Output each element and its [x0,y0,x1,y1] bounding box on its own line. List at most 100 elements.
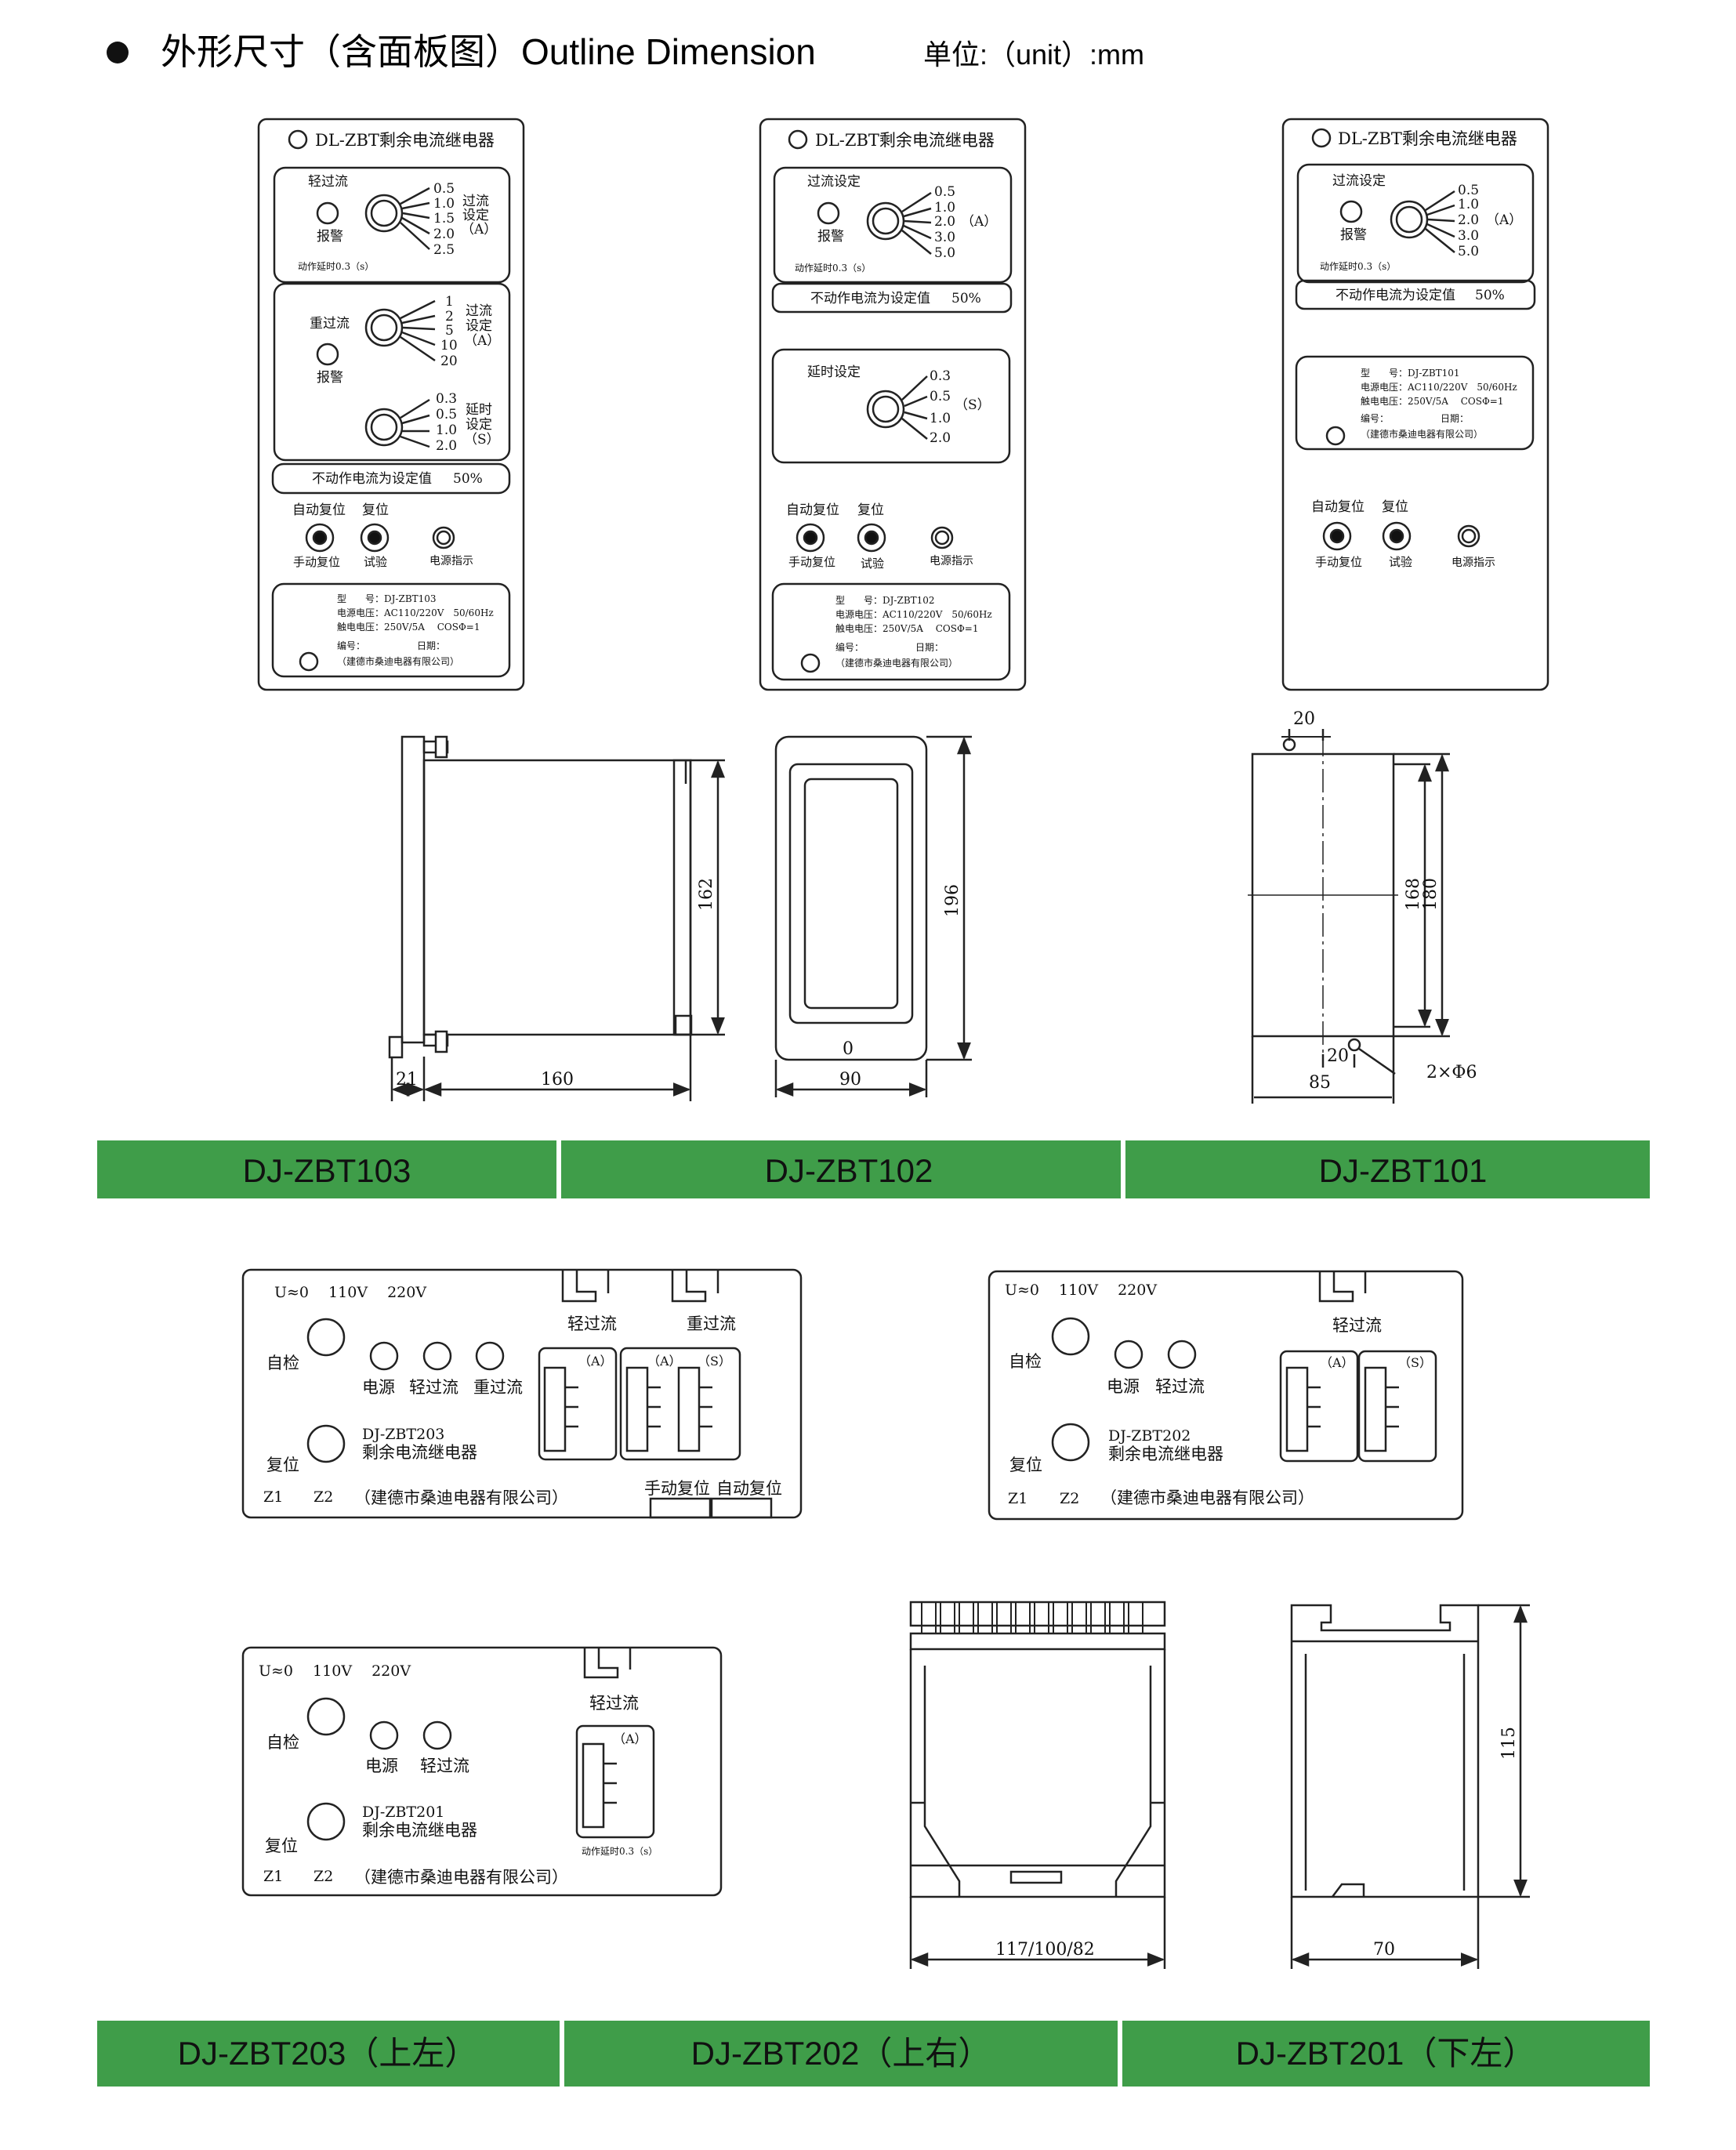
test-button[interactable] [1382,521,1412,551]
indicator-hole-icon [288,129,308,150]
delay-dial-icon[interactable] [364,408,404,447]
nonop-pct: 50% [453,471,483,487]
panel-zbt201: U≈0 110V 220V 自检 电源 轻过流 DJ-ZBT201 剩余电流继电… [241,1646,723,1897]
power-led-icon [930,526,954,549]
led-label: 重过流 [473,1378,523,1397]
voltage-label: U≈0 110V 220V [259,1662,411,1680]
alarm-led-icon [1339,200,1363,223]
set-label: 延时 [466,402,492,418]
reset-button[interactable] [1051,1423,1090,1462]
power-led-icon [369,1720,399,1750]
band-label: DJ-ZBT103 [243,1152,411,1189]
light-over-led-icon [1167,1340,1197,1369]
tick: 2.0 [930,430,951,446]
current-dial-icon[interactable] [866,201,905,241]
selector-box[interactable] [538,1347,618,1461]
mount-view-zbt101: 20 168 180 2×Φ6 20 85 [1248,709,1477,1104]
band-label: DJ-ZBT101 [1319,1152,1488,1189]
tick: 2.0 [436,438,457,454]
sel-unit: （A） [647,1354,682,1369]
company-line: （建德市桑迪电器有限公司） [337,655,459,667]
self-check-button[interactable] [1051,1317,1090,1356]
manual-reset-button[interactable] [305,523,335,553]
manual-reset-button[interactable] [649,1497,712,1519]
heavy-over-led-icon [475,1341,505,1371]
alarm-led-icon [316,343,339,366]
panel-title: DL-ZBT剩余电流继电器 [315,131,495,150]
selector-box[interactable] [1279,1350,1359,1463]
panel-zbt102: DL-ZBT剩余电流继电器 过流设定 报警 0.5 1.0 2.0 3.0 5.… [759,118,1027,691]
set-label: 设定 [466,417,492,433]
screw-hole-icon [1325,426,1346,446]
dim-117-100-82: 117/100/82 [995,1940,1095,1960]
manual-reset-label: 手动复位 [788,555,835,569]
tick: 0.5 [433,181,455,197]
tick: 5.0 [934,245,955,261]
unit-label: （A） [961,214,997,230]
company-line: （建德市桑迪电器有限公司） [1361,428,1483,440]
tick: 5.0 [1458,244,1479,259]
power-led-icon [1114,1340,1143,1369]
nonop-label: 不动作电流为设定值 [810,291,930,306]
contact-line: 触电电压：250V/5A COSΦ=1 [1361,396,1504,407]
manual-reset-button[interactable] [1322,521,1352,551]
test-label: 试验 [364,555,387,569]
manual-reset-button[interactable] [796,523,825,553]
model-label: DJ-ZBT202 [1108,1427,1191,1445]
voltage-line: 电源电压：AC110/220V 50/60Hz [835,609,992,620]
self-check-button[interactable] [306,1318,346,1357]
set-label: （A） [461,222,497,237]
tick: 0.5 [436,407,457,422]
current-dial-icon[interactable] [1390,200,1429,239]
alarm-led-icon [316,201,339,225]
tick: 10 [440,338,458,353]
page-title: 外形尺寸（含面板图）Outline Dimension [161,31,816,72]
voltage-label: U≈0 110V 220V [1005,1282,1157,1299]
reset-button[interactable] [306,1424,346,1463]
current-dial-icon[interactable] [364,308,404,347]
screw-hole-icon [299,651,319,672]
company-label: （建德市桑迪电器有限公司） [354,1868,568,1887]
dim-21: 21 [396,1070,418,1090]
side-view-zbt103: 21 160 162 [388,735,725,1101]
section1-label: 过流设定 [807,174,861,190]
power-led-label: 电源指示 [429,555,473,567]
section1-label: 轻过流 [308,174,348,190]
front-view-zbt102: 0 196 90 [774,735,972,1097]
power-led-icon [1457,524,1480,548]
reset-label: 复位 [857,502,884,518]
tick: 1.0 [930,411,951,426]
sel-unit: （A） [613,1731,647,1746]
reset-button[interactable] [306,1802,346,1841]
model-label: DJ-ZBT201 [362,1804,444,1821]
panel-zbt101: DL-ZBT剩余电流继电器 过流设定 报警 0.5 1.0 2.0 3.0 5.… [1281,118,1549,691]
company-line: （建德市桑迪电器有限公司） [835,657,958,669]
current-dial-icon[interactable] [364,194,404,233]
alarm-label: 报警 [317,229,343,245]
reset-label: 复位 [266,1456,299,1474]
delay-note: 动作延时0.3（s） [298,261,374,272]
reset-label: 复位 [1382,499,1408,515]
tick: 3.0 [934,230,955,245]
bullet-icon [107,42,129,63]
test-label: 试验 [1389,555,1412,569]
test-button[interactable] [360,523,390,553]
power-led-icon [432,526,455,549]
hole-spec: 2×Φ6 [1426,1063,1477,1082]
auto-reset-button[interactable] [710,1497,773,1519]
power-led-label: 电源指示 [930,555,973,567]
auto-reset-label: 自动复位 [292,502,346,518]
tick: 1 [445,294,454,310]
selector-box[interactable] [1357,1350,1437,1463]
selector-box[interactable] [619,1347,741,1461]
delay-dial-icon[interactable] [866,390,905,429]
dim-90: 90 [839,1070,861,1090]
set-label: 设定 [466,318,492,334]
selector-box[interactable] [575,1724,655,1839]
tick: 2.0 [433,227,455,242]
test-button[interactable] [857,523,886,553]
tick: 2.5 [433,242,455,258]
self-check-button[interactable] [306,1697,346,1736]
reset-label: 复位 [265,1836,298,1855]
led-label: 电源 [365,1757,398,1775]
